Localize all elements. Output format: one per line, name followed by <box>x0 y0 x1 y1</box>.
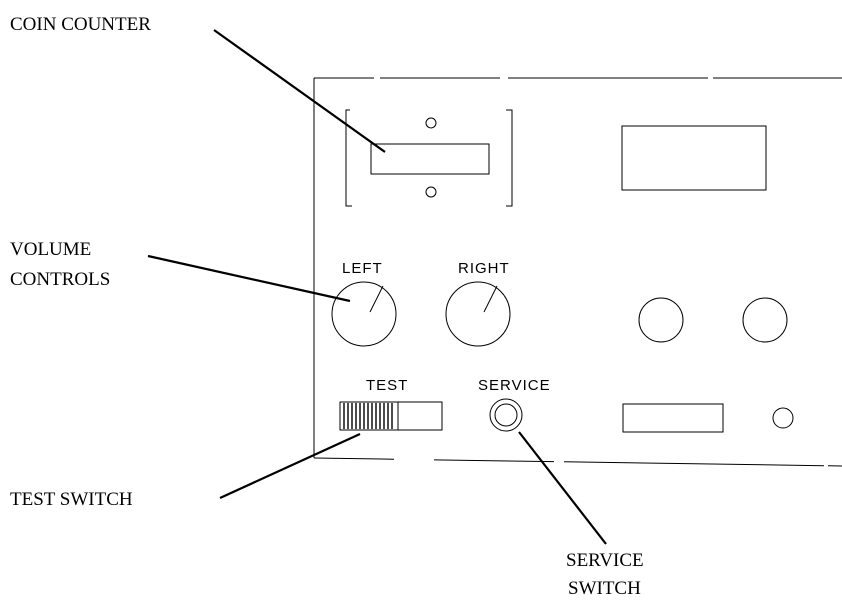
right-volume-knob[interactable] <box>445 281 511 347</box>
test-switch-knurl <box>343 403 393 429</box>
panel-outline <box>313 77 842 467</box>
test-switch-callout: TEST SWITCH <box>10 489 133 510</box>
volume-controls-callout-line1: VOLUME <box>10 239 91 260</box>
service-label: SERVICE <box>478 377 551 394</box>
service-switch-leader <box>518 431 607 545</box>
unused-knob <box>638 297 684 343</box>
left-label: LEFT <box>342 260 383 277</box>
indicator-light <box>772 407 794 429</box>
blank-cutout <box>621 125 767 191</box>
right-label: RIGHT <box>458 260 510 277</box>
coin-counter <box>345 109 513 207</box>
service-switch-callout-line1: SERVICE <box>566 550 644 571</box>
coin-counter-leader <box>213 29 386 153</box>
volume-controls-leader <box>147 254 351 303</box>
blank-slot <box>622 403 724 433</box>
left-volume-knob[interactable] <box>331 281 397 347</box>
test-label: TEST <box>366 377 408 394</box>
service-switch[interactable] <box>489 398 523 432</box>
coin-counter-callout: COIN COUNTER <box>10 14 151 35</box>
unused-knob <box>742 297 788 343</box>
test-switch-leader <box>219 432 361 500</box>
test-switch[interactable] <box>339 401 443 431</box>
service-switch-callout-line2: SWITCH <box>568 578 641 599</box>
volume-controls-callout-line2: CONTROLS <box>10 269 110 290</box>
